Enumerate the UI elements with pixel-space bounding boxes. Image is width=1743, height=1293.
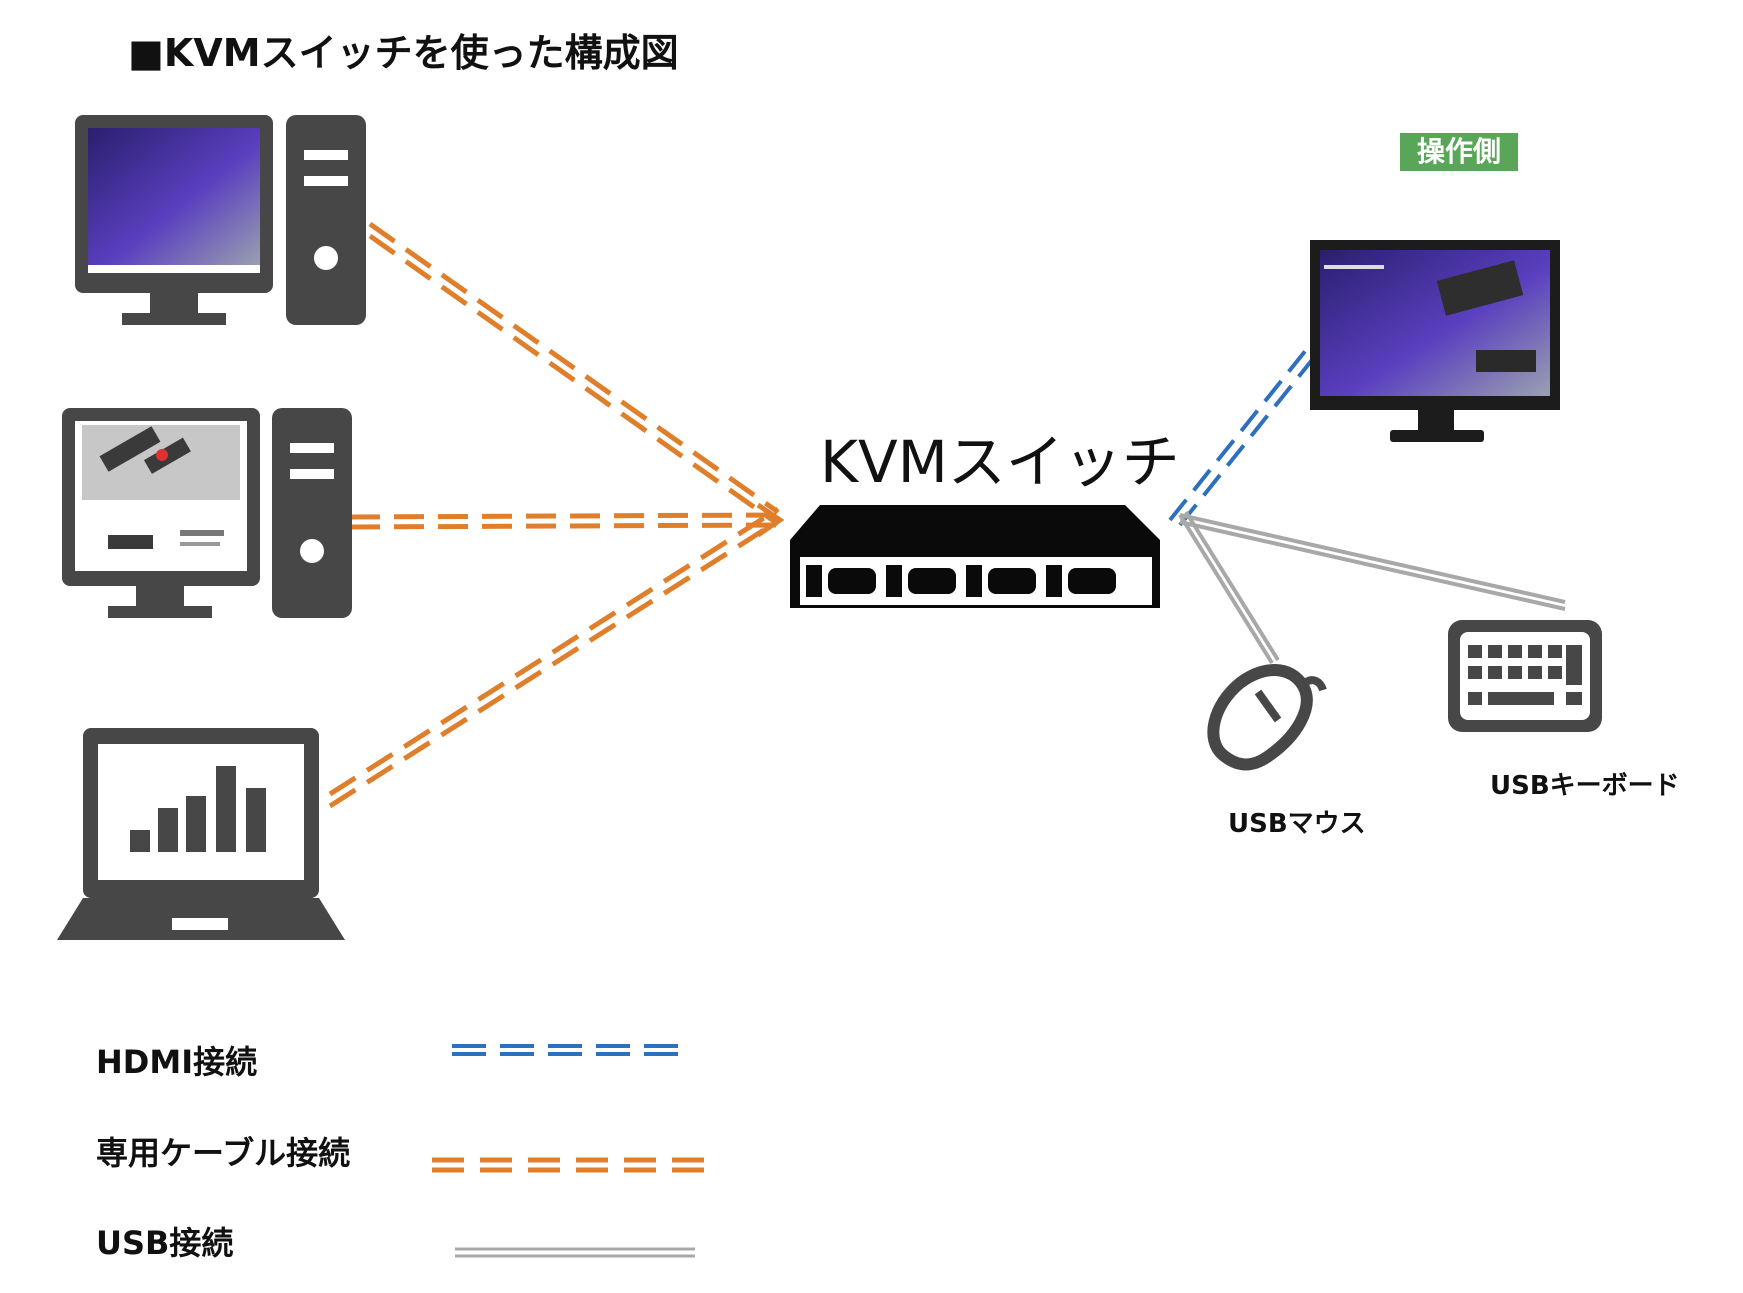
dedicated-cable-lines [328, 221, 780, 809]
legend-usb-line [455, 1247, 695, 1258]
usb-cable-keyboard [1179, 513, 1566, 604]
legend-hdmi-line [452, 1044, 690, 1056]
legend-dedicated-line [432, 1157, 706, 1173]
keyboard-icon [1448, 620, 1602, 732]
desktop-pc-icon [75, 115, 366, 325]
usb-cable-mouse [1178, 513, 1274, 665]
dedicated-cable-pc1-b [368, 233, 780, 527]
dedicated-cable-laptop [328, 506, 780, 797]
dedicated-cable-pc2 [349, 512, 779, 520]
monitor-icon [1310, 240, 1560, 442]
desktop-pc-icon [62, 408, 352, 618]
dedicated-cable-laptop-b [328, 518, 780, 809]
usb-cable-lines [1178, 510, 1566, 665]
dedicated-cable-pc1 [368, 221, 780, 515]
diagram-title: ■KVMスイッチを使った構成図 [128, 31, 679, 75]
laptop-icon [57, 728, 345, 940]
legend-hdmi-label: HDMI接続 [96, 1043, 258, 1081]
arrow-head [756, 502, 785, 538]
kvm-switch-icon [790, 505, 1160, 608]
usb-mouse-label: USBマウス [1228, 809, 1366, 839]
kvm-switch-label: KVMスイッチ [820, 428, 1180, 496]
legend-usb-label: USB接続 [96, 1224, 234, 1262]
legend-dedicated-label: 専用ケーブル接続 [96, 1134, 351, 1172]
usb-keyboard-label: USBキーボード [1490, 771, 1680, 801]
dedicated-cable-pc2-b [349, 522, 779, 530]
hdmi-cable-line [1168, 343, 1322, 527]
operator-side-badge: 操作側 [1400, 133, 1518, 171]
mouse-icon [1207, 664, 1327, 771]
